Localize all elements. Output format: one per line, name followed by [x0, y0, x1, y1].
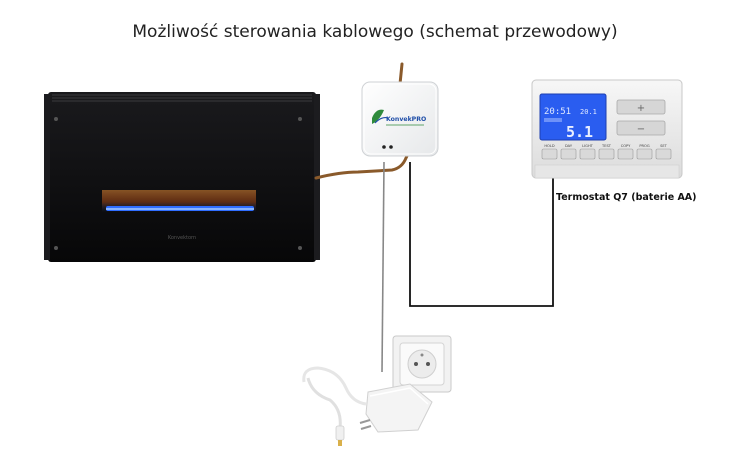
set-label: SET — [660, 144, 668, 148]
lcd-room-temp: 5.1 — [566, 123, 593, 141]
day-button — [560, 148, 577, 160]
thermostat-buttons: HOLD DAY LIGHT TEST COPY PROG SET — [541, 144, 672, 160]
socket-hole — [426, 362, 430, 366]
set-button — [655, 148, 672, 160]
wall-socket — [392, 335, 452, 393]
test-label: TEST — [601, 144, 612, 148]
thermostat-wire — [409, 162, 554, 307]
screw — [298, 246, 302, 250]
socket-hole — [414, 362, 418, 366]
lcd-set-temp: 20.1 — [580, 108, 597, 116]
lcd-time: 20:51 — [544, 107, 571, 117]
prog-label: PROG — [639, 144, 649, 148]
minus-button — [616, 120, 666, 136]
gas-heater: Konvektorn — [44, 92, 320, 262]
lcd-bar — [544, 118, 562, 122]
socket-face — [407, 349, 437, 379]
screw — [298, 117, 302, 121]
screw — [54, 117, 58, 121]
copy-button — [617, 148, 634, 160]
led-indicator — [389, 145, 393, 149]
heater-side-left — [44, 94, 50, 260]
plus-label: + — [637, 103, 645, 114]
test-button — [598, 148, 615, 160]
plus-button — [616, 99, 666, 115]
adapter-pin — [359, 419, 371, 424]
power-adapter — [302, 366, 433, 446]
leaf-icon — [372, 109, 384, 124]
screw — [54, 246, 58, 250]
socket-ground-pin — [420, 353, 424, 357]
heater-cable — [314, 152, 410, 180]
light-label: LIGHT — [582, 144, 594, 148]
controller-box — [361, 81, 439, 157]
diagram-title: Możliwość sterowania kablowego (schemat … — [132, 22, 618, 42]
konvekpro-controller: KonvekPRO — [361, 81, 439, 157]
minus-label: − — [637, 124, 645, 135]
adapter-cable-coil — [302, 366, 367, 406]
adapter-pin — [360, 425, 372, 430]
thermostat-q7: 20:51 20.1 5.1 + − HOLD DAY LIGHT TEST C… — [531, 79, 683, 179]
thermostat-base — [534, 164, 680, 179]
heater-body — [48, 92, 316, 262]
hold-button — [541, 148, 558, 160]
dc-plug-tip — [338, 440, 342, 446]
dc-plug — [335, 425, 345, 441]
day-label: DAY — [565, 144, 573, 148]
adapter-body — [365, 383, 433, 433]
heater-grille — [52, 94, 312, 102]
top-cable — [398, 62, 404, 86]
thermostat-caption: Termostat Q7 (baterie AA) — [556, 192, 697, 203]
light-button — [579, 148, 596, 160]
controller-brand: KonvekPRO — [386, 116, 426, 123]
power-wire — [381, 161, 385, 373]
hold-label: HOLD — [544, 144, 555, 148]
prog-button — [636, 148, 653, 160]
heater-brand-label: Konvektorn — [168, 235, 196, 241]
led-indicator — [382, 145, 386, 149]
copy-label: COPY — [621, 144, 631, 148]
thermostat-lcd — [539, 93, 607, 141]
